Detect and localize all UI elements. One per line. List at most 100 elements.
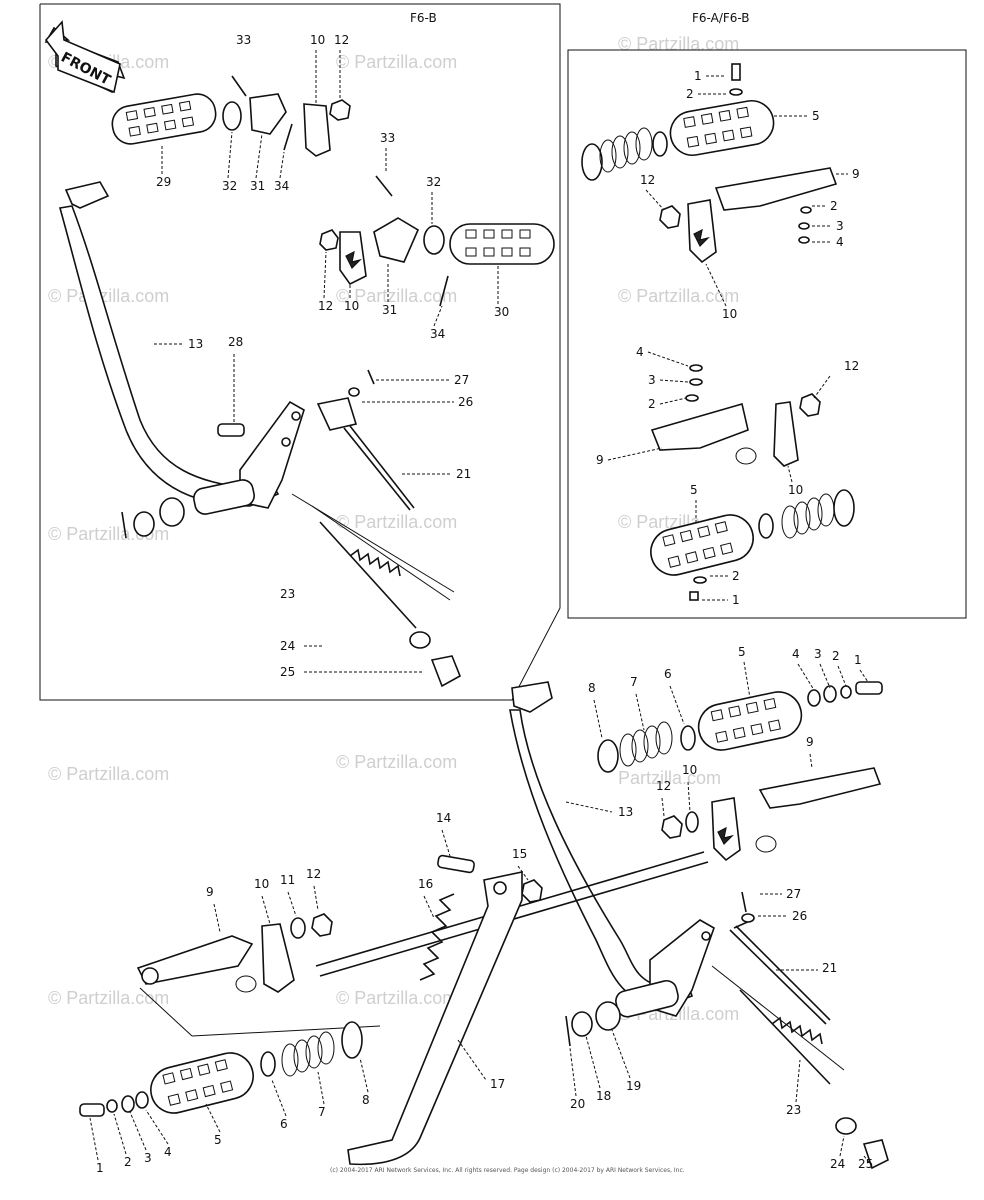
part-callout-18[interactable]: 18 (596, 1089, 611, 1103)
part-callout-5[interactable]: 5 (738, 645, 746, 659)
part-callout-3[interactable]: 3 (648, 373, 656, 387)
part-callout-12[interactable]: 12 (306, 867, 321, 881)
part-callout-32[interactable]: 32 (222, 179, 237, 193)
part-callout-27[interactable]: 27 (454, 373, 469, 387)
part-callout-21[interactable]: 21 (456, 467, 471, 481)
part-callout-10[interactable]: 10 (310, 33, 325, 47)
part-callout-24[interactable]: 24 (830, 1157, 845, 1171)
part-callout-25[interactable]: 25 (858, 1157, 873, 1171)
part-callout-23[interactable]: 23 (280, 587, 295, 601)
callout-leader-line (113, 1113, 127, 1155)
part-callout-4[interactable]: 4 (636, 345, 644, 359)
callout-leader-line (593, 699, 603, 739)
callout-leader-line (227, 131, 233, 179)
part-callout-26[interactable]: 26 (458, 395, 473, 409)
part-callout-9[interactable]: 9 (806, 735, 814, 749)
callout-leader-line (441, 829, 451, 857)
callout-leader-line (813, 375, 831, 399)
part-callout-5[interactable]: 5 (812, 109, 820, 123)
part-callout-9[interactable]: 9 (206, 885, 214, 899)
part-callout-14[interactable]: 14 (436, 811, 451, 825)
part-callout-9[interactable]: 9 (852, 167, 860, 181)
part-callout-5[interactable]: 5 (690, 483, 698, 497)
part-callout-13[interactable]: 13 (188, 337, 203, 351)
part-callout-12[interactable]: 12 (318, 299, 333, 313)
callout-leader-line (565, 801, 613, 813)
washer (222, 101, 242, 131)
part-callout-9[interactable]: 9 (596, 453, 604, 467)
part-callout-10[interactable]: 10 (722, 307, 737, 321)
part-callout-8[interactable]: 8 (588, 681, 596, 695)
part-callout-6[interactable]: 6 (280, 1117, 288, 1131)
part-callout-2[interactable]: 2 (686, 87, 694, 101)
part-callout-12[interactable]: 12 (334, 33, 349, 47)
part-callout-4[interactable]: 4 (836, 235, 844, 249)
part-callout-7[interactable]: 7 (630, 675, 638, 689)
part-callout-19[interactable]: 19 (626, 1079, 641, 1093)
part-callout-5[interactable]: 5 (214, 1133, 222, 1147)
callout-leader-line (659, 379, 689, 383)
part-callout-4[interactable]: 4 (164, 1145, 172, 1159)
part-callout-2[interactable]: 2 (648, 397, 656, 411)
callout-leader-line (863, 1155, 873, 1167)
part-callout-12[interactable]: 12 (640, 173, 655, 187)
part-callout-10[interactable]: 10 (788, 483, 803, 497)
part-callout-28[interactable]: 28 (228, 335, 243, 349)
nut (329, 99, 351, 121)
part-callout-10[interactable]: 10 (254, 877, 269, 891)
part-callout-23[interactable]: 23 (786, 1103, 801, 1117)
part-callout-2[interactable]: 2 (832, 649, 840, 663)
side-stand (347, 871, 523, 1166)
part-callout-31[interactable]: 31 (250, 179, 265, 193)
part-callout-32[interactable]: 32 (426, 175, 441, 189)
nut (521, 879, 543, 903)
callout-leader-line (661, 797, 665, 817)
part-callout-11[interactable]: 11 (280, 873, 295, 887)
part-callout-20[interactable]: 20 (570, 1097, 585, 1111)
part-callout-1[interactable]: 1 (694, 69, 702, 83)
part-callout-12[interactable]: 12 (844, 359, 859, 373)
part-callout-1[interactable]: 1 (96, 1161, 104, 1175)
part-callout-2[interactable]: 2 (124, 1155, 132, 1169)
part-callout-10[interactable]: 10 (344, 299, 359, 313)
part-callout-3[interactable]: 3 (814, 647, 822, 661)
part-callout-3[interactable]: 3 (836, 219, 844, 233)
part-callout-2[interactable]: 2 (830, 199, 838, 213)
part-callout-31[interactable]: 31 (382, 303, 397, 317)
part-callout-17[interactable]: 17 (490, 1077, 505, 1091)
part-callout-15[interactable]: 15 (512, 847, 527, 861)
watermark-alt: Partzilla.com (618, 768, 721, 788)
callout-leader-line (287, 891, 297, 917)
callout-leader-line (205, 1103, 221, 1133)
callout-leader-line (659, 397, 687, 405)
part-callout-4[interactable]: 4 (792, 647, 800, 661)
callout-leader-line (837, 665, 847, 687)
part-callout-25[interactable]: 25 (280, 665, 295, 679)
callout-leader-line (313, 885, 319, 911)
footrest-bracket (249, 93, 287, 135)
part-callout-6[interactable]: 6 (664, 667, 672, 681)
part-callout-21[interactable]: 21 (822, 961, 837, 975)
part-callout-13[interactable]: 13 (618, 805, 633, 819)
part-callout-30[interactable]: 30 (494, 305, 509, 319)
part-callout-26[interactable]: 26 (792, 909, 807, 923)
part-callout-3[interactable]: 3 (144, 1151, 152, 1165)
bolt (731, 63, 741, 81)
part-callout-8[interactable]: 8 (362, 1093, 370, 1107)
part-callout-34[interactable]: 34 (274, 179, 289, 193)
part-callout-29[interactable]: 29 (156, 175, 171, 189)
bushing (835, 1117, 857, 1135)
part-callout-33[interactable]: 33 (380, 131, 395, 145)
part-callout-1[interactable]: 1 (732, 593, 740, 607)
part-callout-34[interactable]: 34 (430, 327, 445, 341)
part-callout-10[interactable]: 10 (682, 763, 697, 777)
part-callout-27[interactable]: 27 (786, 887, 801, 901)
part-callout-33[interactable]: 33 (236, 33, 251, 47)
part-callout-1[interactable]: 1 (854, 653, 862, 667)
part-callout-24[interactable]: 24 (280, 639, 295, 653)
part-callout-2[interactable]: 2 (732, 569, 740, 583)
part-callout-7[interactable]: 7 (318, 1105, 326, 1119)
part-callout-12[interactable]: 12 (656, 779, 671, 793)
part-callout-16[interactable]: 16 (418, 877, 433, 891)
